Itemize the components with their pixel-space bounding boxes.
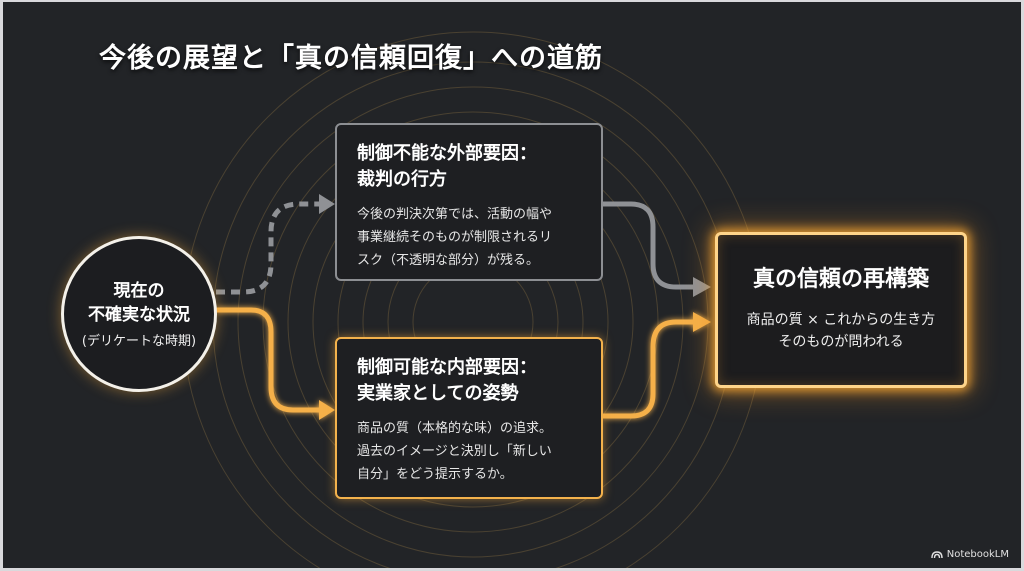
start-node-subtitle: (デリケートな時期) bbox=[81, 334, 197, 349]
dashed-arrow-to-external bbox=[216, 194, 335, 295]
external-factor-box: 制御不能な外部要因： 裁判の行方 今後の判決次第では、活動の幅や 事業継続そのも… bbox=[335, 123, 603, 281]
external-body-line2: 事業継続そのものが制限されるリ bbox=[357, 230, 553, 245]
internal-body-line1: 商品の質（本格的な味）の追求。 bbox=[357, 421, 553, 436]
internal-heading-line2: 実業家としての姿勢 bbox=[357, 383, 519, 404]
goal-body-line2: そのものが問われる bbox=[778, 334, 904, 350]
internal-factor-box: 制御可能な内部要因： 実業家としての姿勢 商品の質（本格的な味）の追求。 過去の… bbox=[335, 337, 603, 499]
notebooklm-watermark: NotebookLM bbox=[931, 549, 1009, 560]
notebooklm-logo-icon bbox=[931, 551, 943, 559]
external-body-line3: スク（不透明な部分）が残る。 bbox=[357, 253, 540, 268]
goal-heading: 真の信頼の再構築 bbox=[752, 267, 929, 292]
external-body-line1: 今後の判決次第では、活動の幅や bbox=[357, 207, 553, 222]
internal-body-line2: 過去のイメージと決別し「新しい bbox=[357, 444, 552, 459]
goal-box: 真の信頼の再構築 商品の質 × これからの生き方 そのものが問われる bbox=[715, 232, 967, 388]
page-title: 今後の展望と「真の信頼回復」への道筋 bbox=[99, 43, 603, 74]
brand-label: NotebookLM bbox=[946, 549, 1009, 560]
orange-arrow-to-internal bbox=[216, 307, 335, 420]
goal-body-line1: 商品の質 × これからの生き方 bbox=[746, 312, 936, 328]
external-heading-line2: 裁判の行方 bbox=[357, 169, 447, 190]
external-heading-line1: 制御不能な外部要因： bbox=[357, 143, 537, 164]
orange-arrow-to-goal bbox=[603, 312, 711, 419]
slide: 今後の展望と「真の信頼回復」への道筋 現在の bbox=[3, 2, 1021, 568]
gray-arrow-to-goal bbox=[603, 201, 711, 297]
start-node-line1: 現在の bbox=[113, 281, 165, 301]
current-situation-node: 現在の 不確実な状況 (デリケートな時期) bbox=[61, 236, 217, 392]
internal-body-line3: 自分」をどう提示するか。 bbox=[357, 467, 513, 482]
start-node-line2: 不確実な状況 bbox=[88, 305, 190, 325]
internal-heading-line1: 制御可能な内部要因： bbox=[357, 357, 537, 378]
connector-layer bbox=[216, 194, 711, 420]
